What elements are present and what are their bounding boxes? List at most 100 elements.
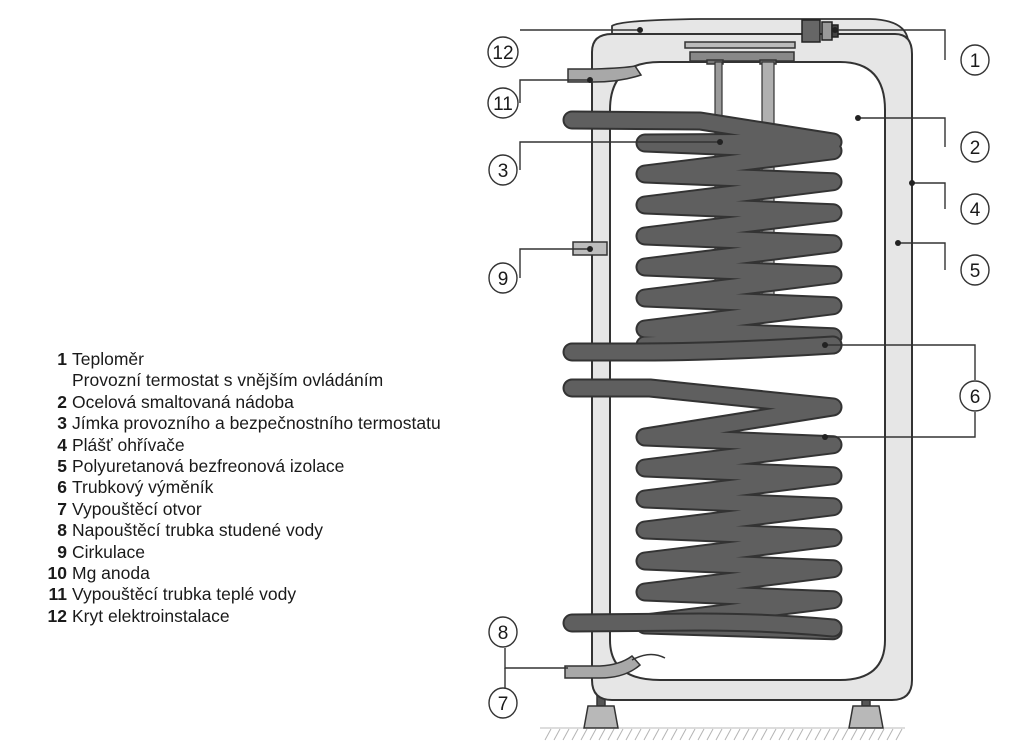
legend-text: Jímka provozního a bezpečnostního termos… — [72, 413, 441, 434]
leader-dot — [587, 246, 593, 252]
legend-number: 6 — [57, 477, 67, 498]
leader-line — [519, 79, 590, 103]
legend-number: 12 — [47, 605, 67, 626]
legend-text: Kryt elektroinstalace — [72, 605, 230, 626]
callout-circle — [487, 87, 519, 119]
callout-circle — [960, 254, 990, 286]
callout-number: 3 — [498, 161, 509, 182]
leader-line — [504, 648, 568, 669]
legend-text: Mg anoda — [72, 563, 150, 584]
leader-line — [835, 29, 946, 60]
hot-water-pipe — [567, 65, 643, 83]
leader-line — [898, 242, 946, 270]
legend-number: 10 — [47, 563, 67, 584]
legend-number: 7 — [57, 498, 67, 519]
leader-dot — [822, 342, 828, 348]
leader-line — [519, 141, 720, 170]
callout-number: 8 — [498, 623, 509, 644]
legend-text: Provozní termostat s vnějším ovládáním — [72, 370, 384, 391]
legend-number: 11 — [48, 584, 68, 605]
callout-4: 4 — [960, 193, 990, 225]
callout-1: 1 — [960, 44, 990, 76]
callout-2: 2 — [960, 131, 990, 163]
leader-dot — [637, 27, 643, 33]
callout-3: 3 — [488, 154, 518, 186]
callout-5: 5 — [960, 254, 990, 286]
callout-11: 11 — [487, 87, 519, 119]
legend-text: Teploměr — [72, 349, 144, 369]
callout-number: 7 — [498, 694, 509, 715]
legend-number: 5 — [57, 456, 67, 477]
callout-number: 11 — [493, 94, 513, 115]
leader-line — [825, 344, 976, 380]
legend-number: 1 — [57, 349, 67, 369]
legend-number: 3 — [57, 413, 67, 434]
callout-leaders — [504, 29, 976, 688]
leader-dot — [587, 77, 593, 83]
leader-dot — [822, 434, 828, 440]
cold-water-pipe — [564, 654, 642, 679]
legend-text: Napouštěcí trubka studené vody — [72, 520, 323, 541]
callout-circle — [960, 44, 990, 76]
callout-circle — [960, 193, 990, 225]
legend-number: 9 — [57, 541, 67, 562]
callout-8: 8 — [488, 616, 518, 648]
legend-number: 8 — [57, 520, 67, 541]
leader-dot — [855, 115, 861, 121]
callout-number: 2 — [970, 138, 981, 159]
callout-circle — [488, 687, 518, 719]
leader-line — [519, 248, 590, 278]
callout-number: 12 — [492, 43, 513, 64]
floor-hatch — [540, 727, 905, 741]
heat-exchanger-coils — [562, 110, 843, 641]
leader-dot — [717, 139, 723, 145]
callout-number: 1 — [970, 51, 981, 72]
legend-text: Vypouštěcí otvor — [72, 498, 202, 519]
leader-dot — [832, 27, 838, 33]
legend-number: 4 — [57, 434, 67, 455]
legend-text: Cirkulace — [72, 541, 145, 562]
callout-number: 6 — [970, 387, 981, 408]
legend-text: Vypouštěcí trubka teplé vody — [72, 584, 297, 605]
leader-line — [825, 412, 976, 438]
leader-line — [858, 117, 946, 147]
callout-circle — [488, 616, 518, 648]
leader-dot — [909, 180, 915, 186]
legend-text: Polyuretanová bezfreonová izolace — [72, 456, 345, 477]
callout-12: 12 — [487, 36, 519, 68]
leader-dot — [895, 240, 901, 246]
callout-circle — [960, 131, 990, 163]
legend-item: Provozní termostat s vnějším ovládáním — [32, 370, 572, 391]
callout-number: 4 — [970, 200, 981, 221]
callout-6: 6 — [959, 380, 991, 412]
legend-text: Trubkový výměník — [72, 477, 214, 498]
callout-dots — [587, 27, 915, 440]
top-flange — [684, 41, 796, 65]
legend-number: 2 — [57, 391, 67, 412]
drain-cap — [631, 653, 666, 661]
callout-7: 7 — [488, 687, 518, 719]
callout-circle — [488, 154, 518, 186]
callout-circle — [488, 262, 518, 294]
callout-number: 5 — [970, 261, 981, 282]
leader-line — [912, 182, 946, 209]
legend-text: Ocelová smaltovaná nádoba — [72, 391, 294, 412]
callout-circle — [959, 380, 991, 412]
callout-9: 9 — [488, 262, 518, 294]
legend-text: Plášť ohřívače — [72, 434, 185, 455]
callout-number: 9 — [498, 269, 509, 290]
